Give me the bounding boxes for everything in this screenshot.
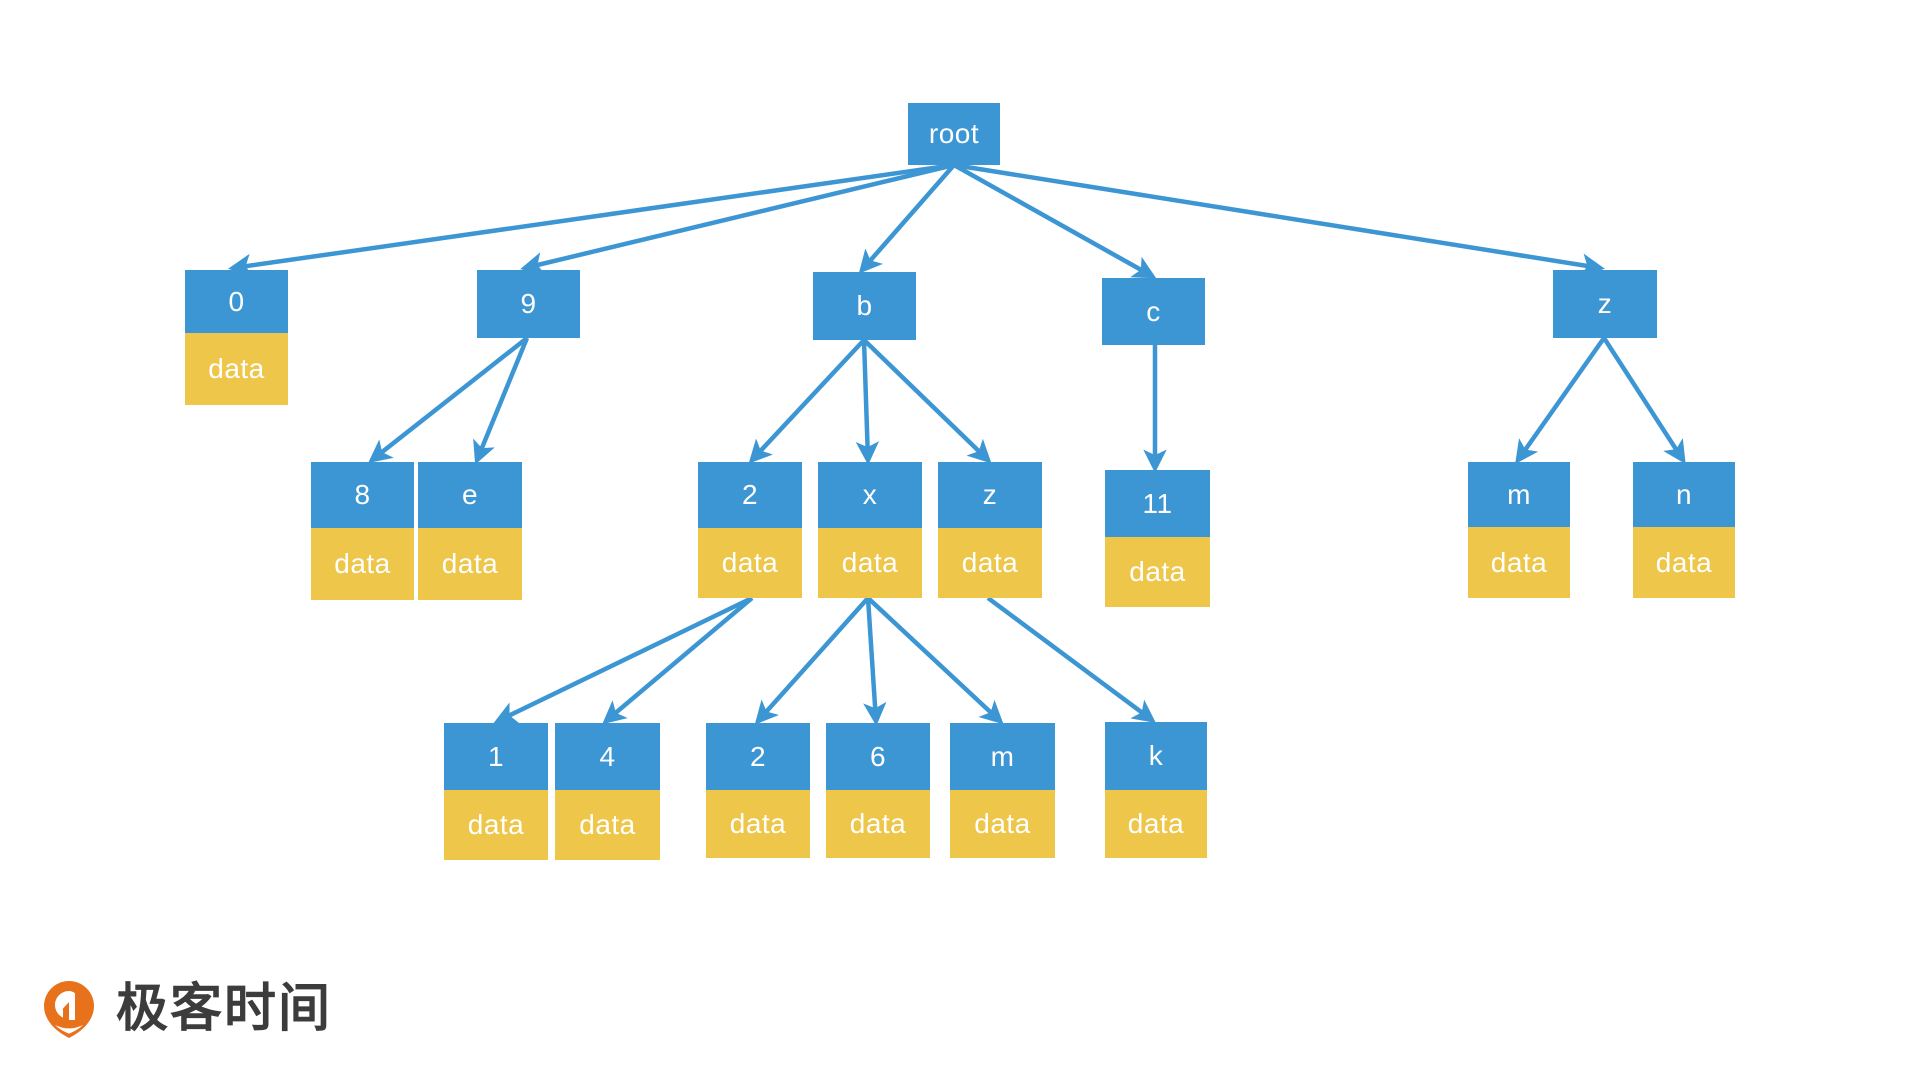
- node-data-label: data: [1105, 790, 1207, 858]
- edge-nb-to-nx: [855, 339, 880, 465]
- node-key-label: c: [1102, 278, 1205, 345]
- node-data-label: data: [698, 528, 802, 598]
- edge-nz-to-nn: [1602, 336, 1686, 465]
- node-key-label: 9: [477, 270, 580, 338]
- edge-n9-to-n8: [368, 336, 529, 464]
- edge-nb-to-nz2: [862, 338, 992, 464]
- node-key-label: m: [950, 723, 1055, 790]
- tree-node-nb[interactable]: b: [813, 272, 916, 340]
- node-key-label: b: [813, 272, 916, 340]
- node-data-label: data: [185, 333, 288, 405]
- node-data-label: data: [444, 790, 548, 860]
- node-data-label: data: [826, 790, 930, 858]
- geektime-logo-icon: [38, 978, 100, 1040]
- edge-n2a-to-n1: [493, 595, 753, 724]
- brand-name: 极客时间: [116, 979, 333, 1039]
- node-key-label: z: [938, 462, 1042, 528]
- tree-node-root[interactable]: root: [908, 103, 1000, 165]
- node-key-label: 0: [185, 270, 288, 333]
- node-key-label: root: [908, 103, 1000, 165]
- node-key-label: z: [1553, 270, 1657, 338]
- node-key-label: x: [818, 462, 922, 528]
- node-key-label: k: [1105, 722, 1207, 790]
- edge-root-to-n0: [228, 162, 955, 277]
- node-data-label: data: [938, 528, 1042, 598]
- node-data-label: data: [1468, 527, 1570, 598]
- node-data-label: data: [1105, 537, 1210, 607]
- edge-nz2-to-nk: [986, 596, 1156, 723]
- edge-root-to-nb: [858, 163, 956, 274]
- node-key-label: n: [1633, 462, 1735, 527]
- brand-logo: 极客时间: [38, 978, 332, 1040]
- tree-node-n9[interactable]: 9: [477, 270, 580, 338]
- node-data-label: data: [311, 528, 414, 600]
- tree-node-nc[interactable]: c: [1102, 278, 1205, 345]
- node-key-label: 4: [555, 723, 660, 790]
- edge-nx-to-nm2: [866, 596, 1004, 725]
- edge-root-to-n9: [520, 162, 955, 276]
- edge-root-to-nc: [952, 163, 1157, 279]
- node-key-label: e: [418, 462, 522, 528]
- edge-nx-to-n2b: [754, 596, 870, 725]
- edge-n2a-to-n4: [602, 596, 754, 725]
- node-data-label: data: [418, 528, 522, 600]
- node-key-label: 11: [1105, 470, 1210, 537]
- node-data-label: data: [1633, 527, 1735, 598]
- edge-nb-to-n2a: [748, 338, 866, 464]
- edge-nz-to-nm: [1515, 336, 1606, 465]
- node-key-label: m: [1468, 462, 1570, 527]
- node-data-label: data: [818, 528, 922, 598]
- edge-n9-to-ne: [473, 337, 530, 465]
- edge-group: [228, 162, 1686, 726]
- edge-nx-to-n6: [863, 597, 887, 726]
- node-data-label: data: [706, 790, 810, 858]
- node-key-label: 2: [706, 723, 810, 790]
- tree-node-nz[interactable]: z: [1553, 270, 1657, 338]
- node-data-label: data: [555, 790, 660, 860]
- node-data-label: data: [950, 790, 1055, 858]
- node-key-label: 8: [311, 462, 414, 528]
- edge-root-to-nz: [953, 162, 1605, 277]
- node-key-label: 6: [826, 723, 930, 790]
- node-key-label: 1: [444, 723, 548, 790]
- node-key-label: 2: [698, 462, 802, 528]
